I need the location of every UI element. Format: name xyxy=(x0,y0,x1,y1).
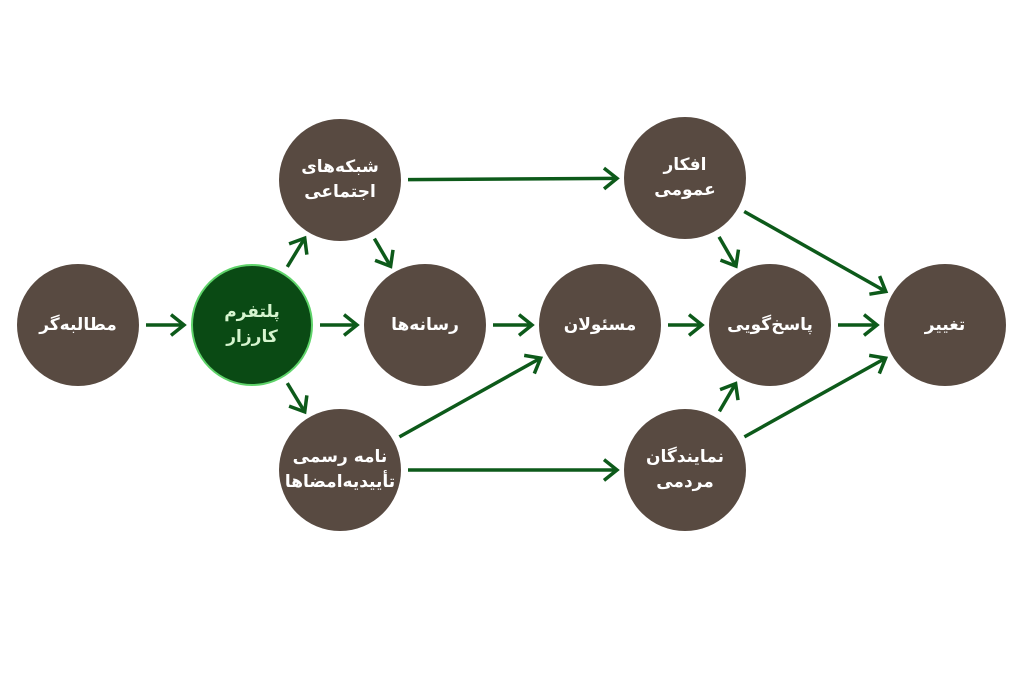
node-label: نامه رسمی تأییدیه‌امضاها xyxy=(284,447,396,492)
node-label: شبکه‌های اجتماعی xyxy=(301,157,379,202)
arrow-platform-to-media xyxy=(320,313,360,337)
node-letter: نامه رسمی تأییدیه‌امضاها xyxy=(279,409,401,531)
arrowhead-icon xyxy=(288,395,309,415)
arrow-letter-to-officials xyxy=(398,353,544,439)
arrow-line xyxy=(743,356,887,439)
arrow-platform-to-letter xyxy=(285,382,309,415)
node-opinion: افکار عمومی xyxy=(624,117,746,239)
arrow-officials-to-accountability xyxy=(668,313,705,337)
arrowhead-icon xyxy=(374,249,395,269)
arrow-line xyxy=(285,382,307,413)
arrow-letter-to-representatives xyxy=(408,458,620,482)
arrow-social-to-media xyxy=(372,237,395,269)
arrowhead-icon xyxy=(869,275,889,296)
arrow-line xyxy=(372,237,393,268)
arrow-social-to-opinion xyxy=(407,166,620,191)
arrow-line xyxy=(407,176,618,182)
arrowhead-icon xyxy=(288,235,309,255)
arrow-opinion-to-accountability xyxy=(717,235,741,269)
node-social: شبکه‌های اجتماعی xyxy=(279,119,401,241)
arrowhead-icon xyxy=(687,313,705,337)
arrowhead-icon xyxy=(523,353,544,375)
arrow-accountability-to-change xyxy=(838,313,880,337)
node-label: رسانه‌ها xyxy=(391,314,459,335)
node-change: تغییر xyxy=(884,264,1006,386)
arrowhead-icon xyxy=(517,313,535,337)
node-label: پلتفرم کارزار xyxy=(224,302,280,347)
arrowhead-icon xyxy=(719,381,740,401)
arrowhead-icon xyxy=(342,313,360,337)
arrow-line xyxy=(717,382,738,413)
node-label: نمایندگان مردمی xyxy=(645,447,725,492)
node-platform: پلتفرم کارزار xyxy=(191,264,313,386)
node-accountability: پاسخ‌گویی xyxy=(709,264,831,386)
arrowhead-icon xyxy=(602,166,620,191)
arrow-line xyxy=(285,237,307,268)
arrow-line xyxy=(743,209,887,294)
node-label: تغییر xyxy=(924,314,966,335)
node-representatives: نمایندگان مردمی xyxy=(624,409,746,531)
arrow-representatives-to-change xyxy=(743,353,889,439)
node-officials: مسئولان xyxy=(539,264,661,386)
arrow-platform-to-social xyxy=(285,235,309,268)
arrow-representatives-to-accountability xyxy=(717,381,740,413)
arrowhead-icon xyxy=(602,458,620,482)
arrowhead-icon xyxy=(862,313,880,337)
arrow-opinion-to-change xyxy=(743,209,889,296)
arrow-line xyxy=(398,356,542,439)
arrow-media-to-officials xyxy=(493,313,535,337)
node-label: افکار عمومی xyxy=(654,155,716,200)
arrowhead-icon xyxy=(719,249,741,269)
node-label: مطالبه‌گر xyxy=(39,314,117,335)
node-label: مسئولان xyxy=(563,314,637,335)
arrowhead-icon xyxy=(868,353,889,375)
arrowhead-icon xyxy=(169,313,187,337)
arrow-line xyxy=(717,235,738,268)
node-media: رسانه‌ها xyxy=(364,264,486,386)
node-label: پاسخ‌گویی xyxy=(727,314,813,335)
node-demander: مطالبه‌گر xyxy=(17,264,139,386)
arrow-demander-to-platform xyxy=(146,313,187,337)
